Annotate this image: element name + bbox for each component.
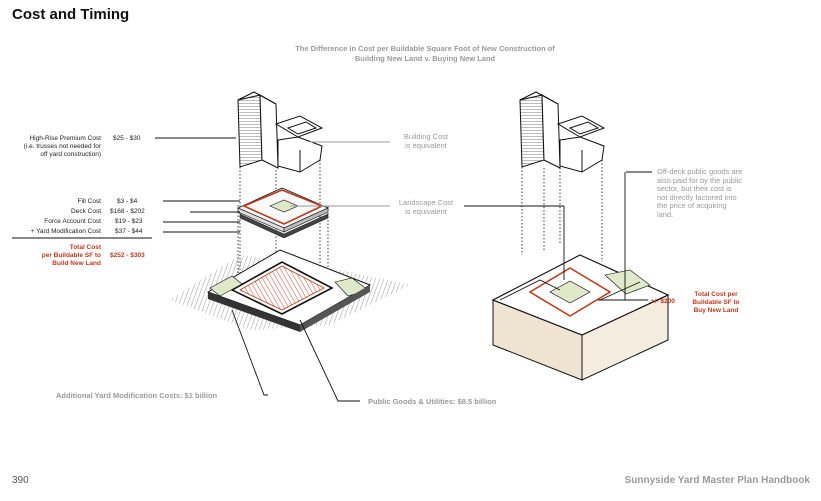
- landscape-cost-note-line-1: Landscape Cost: [398, 198, 454, 207]
- diagram-subtitle: The Difference in Cost per Buildable Squ…: [250, 44, 600, 64]
- force-account-value: $19 - $23: [115, 218, 143, 225]
- landscape-cost-note-line-2: is equivalent: [405, 207, 447, 216]
- fill-label: Fill Cost: [77, 198, 101, 205]
- yard-modification-label: + Yard Modification Cost: [30, 228, 101, 235]
- offdeck-note-line-5: the price of acquiring: [657, 201, 727, 210]
- subtitle-line-2: Building New Land v. Buying New Land: [354, 54, 496, 63]
- yard-modification-note: Additional Yard Modification Costs: $1 b…: [56, 391, 218, 400]
- force-account-label: Force Account Cost: [44, 218, 101, 225]
- highrise-label-line-3: off yard construction): [40, 151, 101, 158]
- handbook-title: Sunnyside Yard Master Plan Handbook: [624, 475, 810, 486]
- deck-value: $168 - $202: [110, 208, 145, 215]
- buy-label-line-3: Buy New Land: [693, 307, 739, 314]
- highrise-value: $25 - $30: [113, 135, 141, 142]
- left-building: [237, 91, 324, 173]
- highrise-label: High-Rise Premium Cost (i.e. trusses not…: [10, 135, 101, 159]
- offdeck-note: Off-deck public goods are also paid for …: [657, 167, 777, 219]
- subtitle-line-1: The Difference in Cost per Buildable Squ…: [295, 44, 555, 53]
- public-goods-note: Public Goods & Utilities: $8.5 billion: [368, 397, 497, 406]
- yard-modification-value: $37 - $44: [115, 228, 143, 235]
- building-cost-note-line-1: Building Cost: [403, 132, 449, 141]
- right-ground-box: [491, 254, 670, 381]
- leader-lines: [12, 137, 652, 402]
- left-yard: [170, 249, 410, 332]
- total-build-label-line-2: per Buildable SF to: [41, 252, 101, 259]
- offdeck-note-line-3: sector, but their cost is: [657, 184, 732, 193]
- fill-value: $3 - $4: [117, 198, 138, 205]
- offdeck-note-line-2: also paid for by the public: [657, 175, 743, 185]
- offdeck-note-line-6: land.: [657, 209, 674, 219]
- gray-leader-lines: [290, 141, 390, 207]
- buy-value: .+/- $200: [649, 298, 675, 305]
- building-cost-note-line-2: is equivalent: [405, 141, 447, 150]
- total-build-label-line-3: Build New Land: [52, 260, 101, 267]
- total-build-label-line-1: Total Cost: [69, 244, 101, 251]
- total-build-label: Total Cost per Buildable SF to Build New…: [10, 244, 101, 268]
- highrise-label-line-1: High-Rise Premium Cost: [29, 135, 101, 142]
- highrise-label-line-2: (i.e. trusses not needed for: [23, 143, 101, 150]
- page-title: Cost and Timing: [12, 6, 130, 23]
- right-building: [519, 91, 606, 173]
- buy-label-line-1: Total Cost per: [694, 291, 738, 298]
- total-build-value: $252 - $303: [110, 252, 145, 259]
- offdeck-note-line-4: not directly factored into: [657, 192, 737, 202]
- buy-label: Total Cost per Buildable SF to Buy New L…: [688, 291, 744, 315]
- offdeck-note-line-1: Off-deck public goods are: [657, 167, 743, 176]
- deck-label: Deck Cost: [71, 208, 101, 215]
- building-cost-note: Building Cost is equivalent: [392, 132, 460, 150]
- buy-label-line-2: Buildable SF to: [692, 299, 740, 306]
- page-number: 390: [12, 475, 29, 486]
- right-projection-lines: [521, 160, 603, 262]
- landscape-cost-note: Landscape Cost is equivalent: [388, 198, 464, 216]
- left-deck-layer: [237, 187, 329, 239]
